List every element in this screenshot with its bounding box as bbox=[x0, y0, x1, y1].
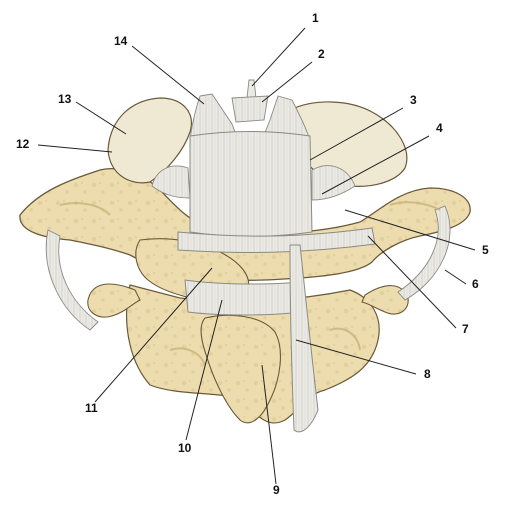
lower-right-transverse-process bbox=[361, 285, 409, 315]
callout-label-6: 6 bbox=[472, 277, 479, 291]
left-fan-ligament bbox=[189, 93, 239, 141]
leader-line-4 bbox=[321, 135, 430, 195]
transverse-band-ligament bbox=[177, 227, 376, 253]
callout-label-11: 11 bbox=[85, 401, 98, 415]
leader-line-8 bbox=[295, 339, 417, 375]
upper-small-ligament bbox=[231, 95, 269, 123]
callout-label-9: 9 bbox=[273, 483, 280, 497]
leader-line-11 bbox=[94, 267, 213, 403]
callout-label-12: 12 bbox=[16, 137, 30, 151]
callout-label-1: 1 bbox=[312, 11, 319, 25]
leader-line-6 bbox=[444, 269, 467, 285]
callout-label-13: 13 bbox=[58, 92, 72, 106]
lower-left-transverse-process bbox=[87, 283, 141, 318]
leader-line-12 bbox=[37, 144, 113, 153]
callout-label-3: 3 bbox=[410, 93, 417, 107]
callout-label-2: 2 bbox=[318, 47, 325, 61]
long-descending-ligament bbox=[289, 244, 319, 433]
callout-label-7: 7 bbox=[462, 322, 469, 336]
leader-line-5 bbox=[344, 209, 476, 251]
callout-label-10: 10 bbox=[178, 441, 192, 455]
right-capsular-ligament bbox=[311, 165, 356, 201]
left-capsular-ligament bbox=[151, 165, 191, 199]
right-lateral-strap-ligament bbox=[397, 205, 451, 301]
leader-line-10 bbox=[185, 299, 223, 441]
leader-line-3 bbox=[309, 107, 404, 161]
callout-label-8: 8 bbox=[424, 367, 431, 381]
left-lateral-strap-ligament bbox=[45, 229, 99, 331]
leader-lines bbox=[37, 27, 476, 485]
bone-shadow-accents bbox=[59, 201, 441, 366]
leader-line-13 bbox=[75, 101, 127, 135]
superior-facet-left bbox=[107, 97, 192, 184]
central-longitudinal-ligament bbox=[189, 131, 313, 237]
callout-label-4: 4 bbox=[436, 121, 443, 135]
callout-label-5: 5 bbox=[482, 243, 489, 257]
lower-central-ligament bbox=[184, 279, 301, 316]
leader-line-9 bbox=[261, 364, 277, 485]
leader-line-2 bbox=[261, 61, 313, 103]
leader-line-7 bbox=[367, 235, 457, 329]
leader-line-1 bbox=[251, 27, 306, 87]
spinous-process-lower bbox=[200, 314, 281, 424]
callout-label-14: 14 bbox=[114, 34, 128, 48]
leader-line-14 bbox=[131, 45, 205, 105]
